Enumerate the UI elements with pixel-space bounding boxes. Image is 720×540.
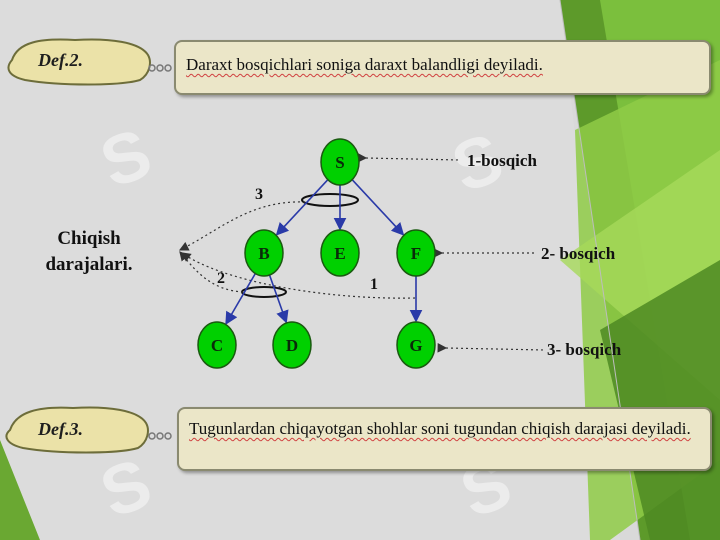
- node-c: C: [197, 321, 237, 369]
- def2-text: Daraxt bosqichlari soniga daraxt balandl…: [186, 55, 543, 74]
- def2-badge: [7, 38, 172, 86]
- edge-b-d: [268, 274, 289, 324]
- node-s: S: [320, 138, 360, 186]
- degree-ellipse-s: [301, 193, 359, 207]
- def3-badge: [5, 406, 172, 454]
- edge-b-c: [225, 273, 257, 326]
- node-circle: [272, 321, 312, 369]
- node-circle: [396, 229, 436, 277]
- degree-label-2: 2: [217, 270, 225, 287]
- side-title-line1: Chiqish: [57, 228, 121, 249]
- background-panel: [0, 0, 620, 540]
- edge-s-b: [275, 179, 329, 236]
- def2-box: Daraxt bosqichlari soniga daraxt balandl…: [174, 40, 711, 95]
- tree-nodes: S B E F C D G: [197, 138, 436, 369]
- side-title-line2: darajalari.: [45, 254, 133, 275]
- degree-label-3: 3: [255, 186, 263, 203]
- edge-s-f: [351, 179, 405, 236]
- def3-box: Tugunlardan chiqayotgan shohlar soni tug…: [177, 407, 712, 471]
- node-e: E: [320, 229, 360, 277]
- node-label: G: [409, 336, 422, 355]
- node-label: D: [286, 336, 298, 355]
- def3-text: Tugunlardan chiqayotgan shohlar soni tug…: [189, 419, 691, 438]
- node-circle: [320, 138, 360, 186]
- node-label: S: [335, 153, 344, 172]
- node-f: F: [396, 229, 436, 277]
- node-label: C: [211, 336, 223, 355]
- node-circle: [396, 321, 436, 369]
- def2-label: Def.2.: [38, 50, 83, 70]
- node-b: B: [244, 229, 284, 277]
- node-g: G: [396, 321, 436, 369]
- node-d: D: [272, 321, 312, 369]
- node-label: F: [411, 244, 421, 263]
- node-label: E: [334, 244, 345, 263]
- def3-label: Def.3.: [38, 419, 83, 439]
- node-label: B: [258, 244, 269, 263]
- level-label-2: 2- bosqich: [541, 244, 616, 263]
- node-circle: [244, 229, 284, 277]
- degree-curves: [178, 153, 546, 353]
- level-label-1: 1-bosqich: [467, 151, 537, 170]
- degree-label-1: 1: [370, 276, 378, 293]
- node-circle: [197, 321, 237, 369]
- tree-edges: [225, 179, 423, 326]
- level-label-3: 3- bosqich: [547, 340, 622, 359]
- node-circle: [320, 229, 360, 277]
